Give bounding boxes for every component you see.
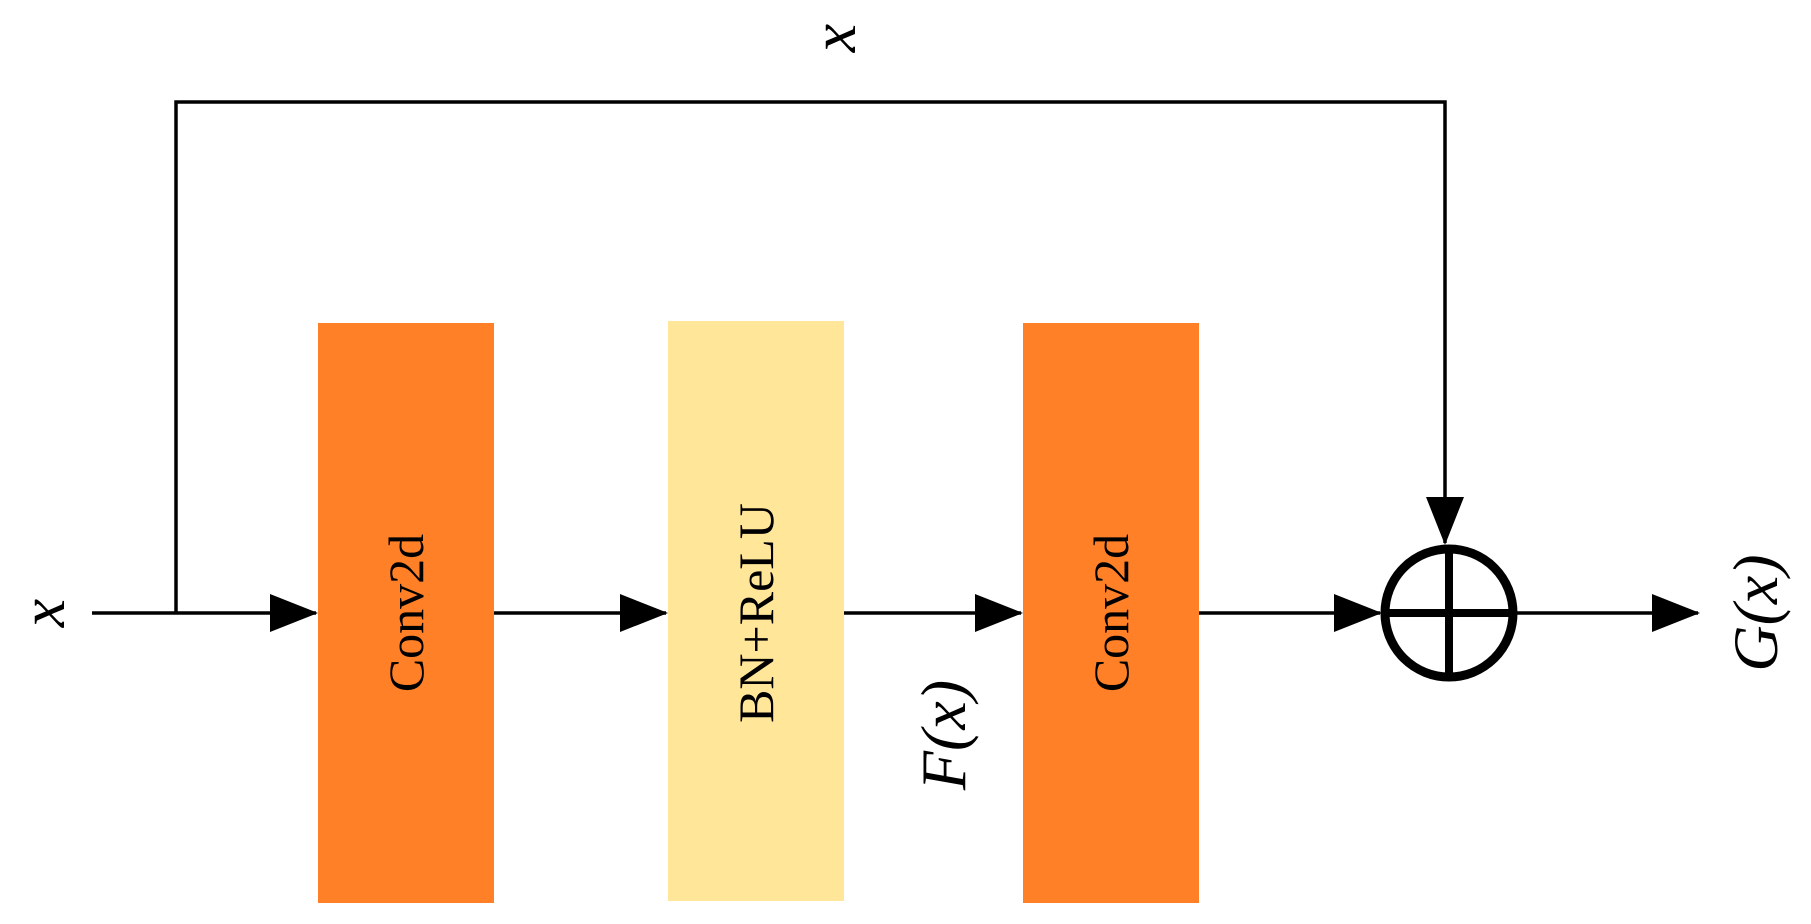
residual-label: F(x) xyxy=(908,680,979,791)
output-label: G(x) xyxy=(1720,554,1791,671)
conv2d-block-2-rect xyxy=(1023,323,1199,903)
circled-plus-icon xyxy=(1380,544,1518,682)
bn-relu-block-label: BN+ReLU xyxy=(728,503,784,723)
skip-label: x xyxy=(798,24,869,53)
skip-connection-wire xyxy=(174,100,1464,613)
conv2d-block-2: Conv2d xyxy=(1023,323,1199,903)
bn-relu-block: BN+ReLU xyxy=(668,321,844,901)
conv2d-block-1-label: Conv2d xyxy=(378,534,434,692)
conv2d-block-2-label: Conv2d xyxy=(1083,534,1139,692)
input-label: x xyxy=(7,599,78,628)
conv2d-block-1: Conv2d xyxy=(318,323,494,903)
conv2d-block-1-rect xyxy=(318,323,494,903)
bn-relu-block-rect xyxy=(668,321,844,901)
